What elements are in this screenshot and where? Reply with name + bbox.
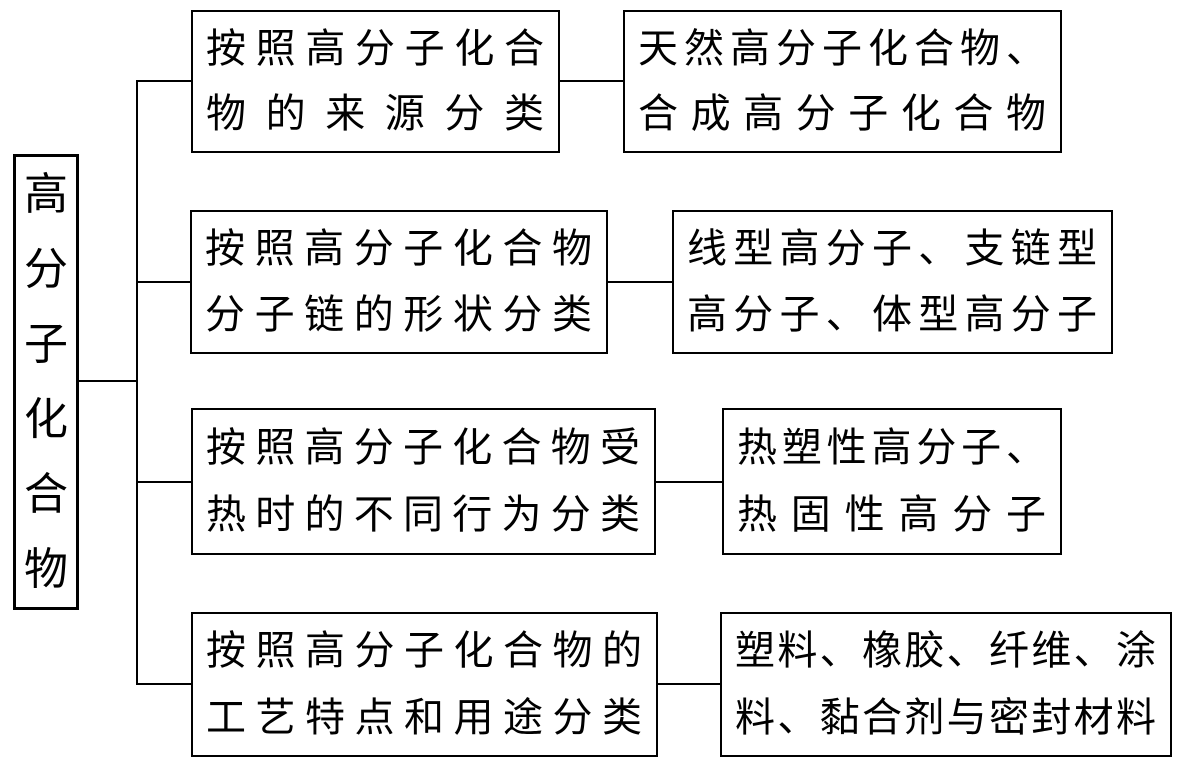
category-text-line: 热时的不同行为分类 xyxy=(206,492,641,538)
branch-stub-line-2 xyxy=(136,281,191,283)
connector-line-row-1 xyxy=(560,80,623,82)
category-text-line: 工艺特点和用途分类 xyxy=(206,694,643,740)
result-text-line: 线型高分子、支链型 xyxy=(687,226,1098,271)
category-box-by-heat-behavior: 按照高分子化合物受 热时的不同行为分类 xyxy=(191,408,656,555)
category-text-line: 按照高分子化合 xyxy=(206,25,545,71)
connector-line-row-2 xyxy=(608,281,672,283)
result-box-by-heat-behavior: 热塑性高分子、 热固性高分子 xyxy=(722,408,1062,555)
root-box: 高分子化合物 xyxy=(13,154,79,610)
result-box-by-chain-shape: 线型高分子、支链型 高分子、体型高分子 xyxy=(672,210,1113,354)
result-text-line: 天然高分子化合物、 xyxy=(638,25,1047,71)
category-box-by-process-use: 按照高分子化合物的 工艺特点和用途分类 xyxy=(191,612,658,757)
connector-line-row-3 xyxy=(656,481,722,483)
category-text-line: 按照高分子化合物 xyxy=(205,226,593,271)
result-text-line: 塑料、橡胶、纤维、涂 xyxy=(735,628,1157,674)
category-box-by-chain-shape: 按照高分子化合物 分子链的形状分类 xyxy=(190,210,608,354)
root-connector-line xyxy=(79,380,136,382)
root-label: 高分子化合物 xyxy=(24,169,68,594)
category-box-by-source: 按照高分子化合 物的来源分类 xyxy=(191,10,560,153)
branch-spine-line xyxy=(136,80,138,685)
branch-stub-line-4 xyxy=(136,683,191,685)
result-text-line: 热固性高分子 xyxy=(737,492,1047,538)
branch-stub-line-1 xyxy=(136,80,191,82)
category-text-line: 物的来源分类 xyxy=(206,91,545,137)
result-box-by-process-use: 塑料、橡胶、纤维、涂 料、黏合剂与密封材料 xyxy=(720,612,1172,757)
result-text-line: 热塑性高分子、 xyxy=(737,424,1047,470)
category-text-line: 分子链的形状分类 xyxy=(205,292,593,337)
result-text-line: 合成高分子化合物 xyxy=(638,91,1047,137)
result-text-line: 高分子、体型高分子 xyxy=(687,292,1098,337)
category-text-line: 按照高分子化合物的 xyxy=(206,628,643,674)
connector-line-row-4 xyxy=(658,683,720,685)
category-text-line: 按照高分子化合物受 xyxy=(206,424,641,470)
result-box-by-source: 天然高分子化合物、 合成高分子化合物 xyxy=(623,10,1062,153)
result-text-line: 料、黏合剂与密封材料 xyxy=(735,694,1157,740)
branch-stub-line-3 xyxy=(136,481,191,483)
